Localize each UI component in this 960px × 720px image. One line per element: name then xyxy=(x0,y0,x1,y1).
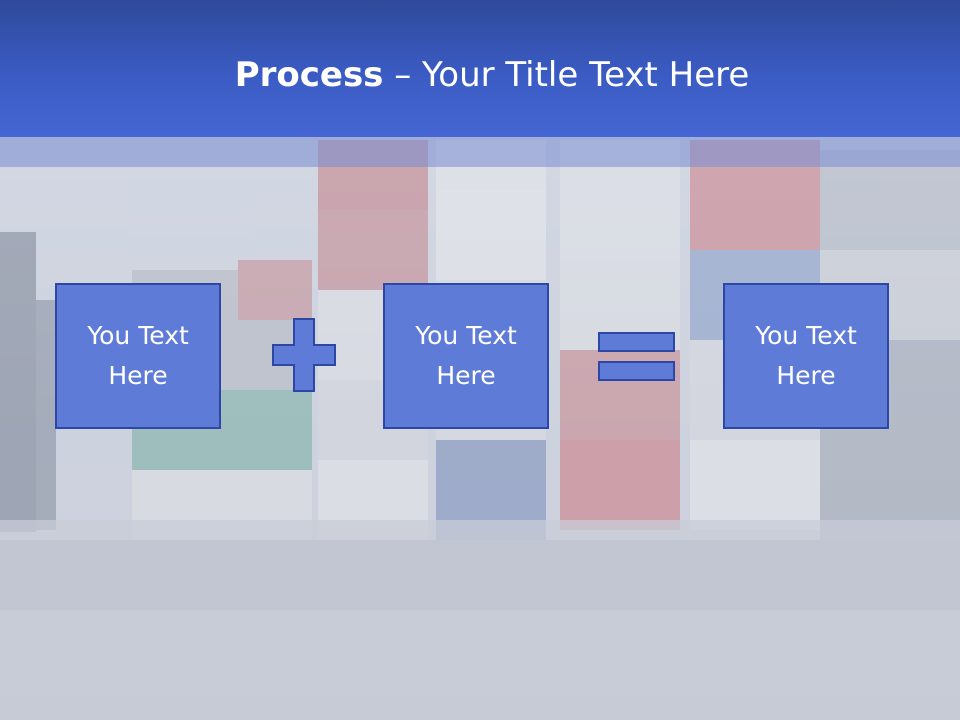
process-box-3-label: You Text Here xyxy=(755,321,857,390)
equals-top-bar xyxy=(598,332,675,352)
process-box-2-label: You Text Here xyxy=(415,321,517,390)
equals-bottom-bar xyxy=(598,361,675,381)
plus-icon[interactable] xyxy=(272,318,336,392)
slide-title[interactable]: Process – Your Title Text Here xyxy=(0,50,960,100)
process-box-2[interactable]: You Text Here xyxy=(383,283,549,429)
title-bar xyxy=(0,0,960,137)
process-box-1-label: You Text Here xyxy=(87,321,189,390)
process-box-3[interactable]: You Text Here xyxy=(723,283,889,429)
slide-title-rest: – Your Title Text Here xyxy=(383,55,750,95)
process-box-1[interactable]: You Text Here xyxy=(55,283,221,429)
slide-title-bold: Process xyxy=(234,55,384,95)
title-bar-band xyxy=(0,137,960,167)
